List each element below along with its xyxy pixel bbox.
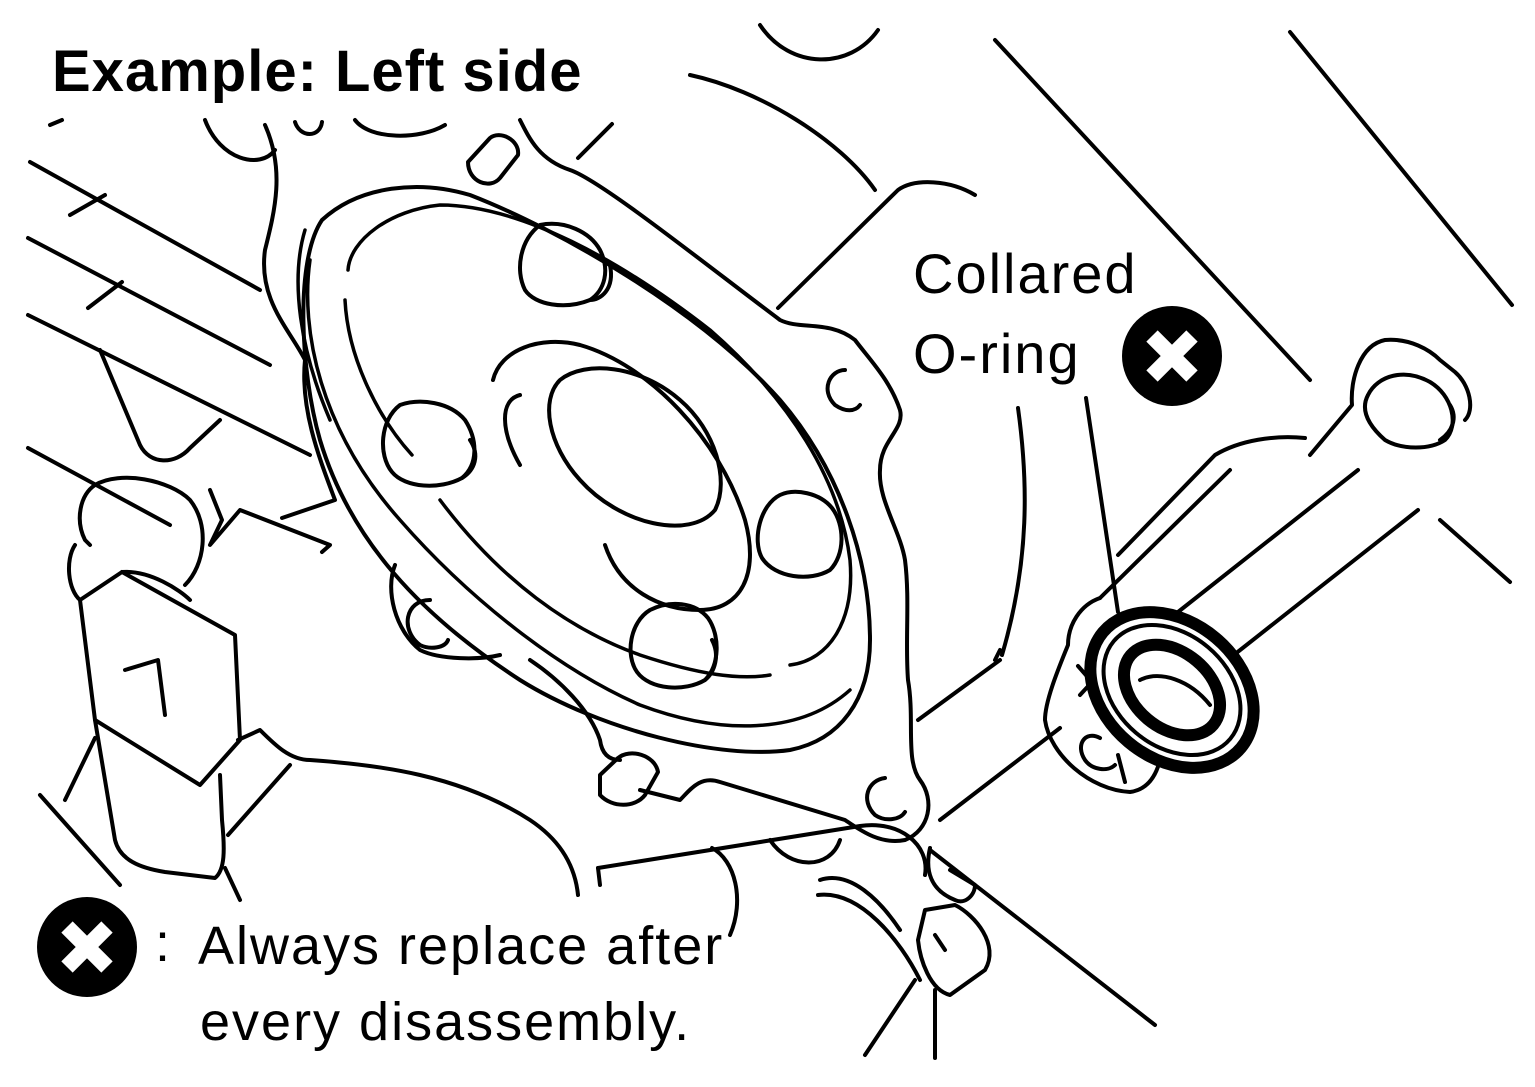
pipe-assembly [1043, 337, 1473, 794]
legend-line-2: every disassembly. [200, 992, 692, 1052]
legend-separator: : [155, 913, 171, 973]
callout-leader-line [1084, 396, 1120, 614]
left-rails [26, 160, 312, 902]
callout-line-2: O-ring [913, 322, 1081, 385]
flange-body [262, 118, 931, 843]
collared-o-ring-label: Collared O-ring [913, 234, 1138, 394]
top-bumps [48, 118, 614, 186]
legend-text: Always replace after every disassembly. [198, 908, 724, 1060]
legend-line-1: Always replace after [198, 916, 725, 976]
callout-line-1: Collared [913, 242, 1138, 305]
diagram-title: Example: Left side [52, 39, 583, 104]
bottom-area [596, 406, 1157, 1060]
left-bracket [67, 475, 580, 897]
legend-x-icon [37, 897, 137, 997]
do-not-reuse-x-icon [1122, 306, 1222, 406]
flange-bolts [381, 221, 844, 807]
background-outline [688, 23, 1514, 584]
